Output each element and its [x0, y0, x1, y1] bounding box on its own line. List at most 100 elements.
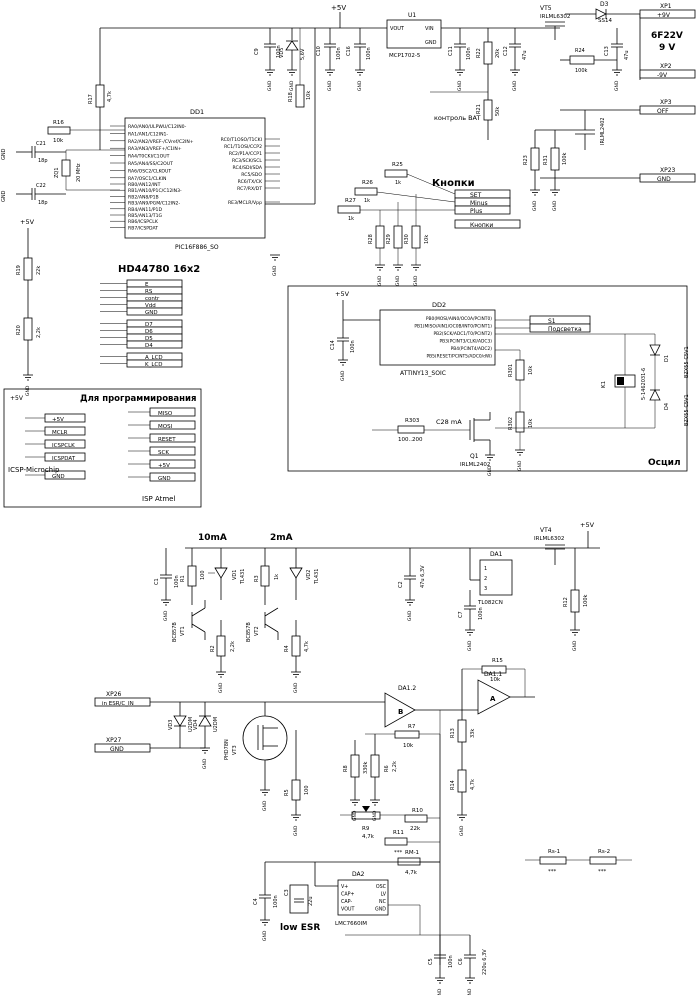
da2-pin-right: LV [381, 892, 387, 898]
svg-text:100k: 100k [583, 594, 589, 607]
svg-text:XP27: XP27 [106, 737, 122, 744]
svg-text:VT4: VT4 [540, 527, 552, 534]
gnd-label: GND [163, 610, 169, 621]
u1-vin-pin: VIN [425, 26, 434, 32]
svg-text:C16: C16 [346, 46, 352, 56]
svg-text:20k: 20k [495, 49, 501, 58]
svg-text:R27: R27 [345, 198, 356, 204]
icsp-pin: ICSPCLK [52, 443, 75, 449]
svg-text:4,7k: 4,7k [405, 870, 418, 876]
svg-text:DA1.2: DA1.2 [398, 685, 416, 692]
svg-text:10k: 10k [53, 138, 64, 144]
cap-c10: C10 100n [316, 28, 342, 70]
da2-lmc7660 [337, 879, 389, 916]
resistor-r31: R31 100k [543, 130, 568, 190]
svg-text:R2: R2 [210, 645, 216, 652]
svg-text:BC857B: BC857B [246, 622, 252, 642]
dd2-pin: PB4(PCINT4/ADC2) [451, 346, 493, 352]
svg-text:IRLML2402: IRLML2402 [600, 117, 606, 145]
isp-pin: RESET [158, 437, 176, 443]
svg-text:GND: GND [1, 190, 7, 202]
transistor-vt3: VT3 PHD78N [224, 702, 288, 790]
svg-text:3: 3 [484, 586, 487, 592]
svg-text:2,2k: 2,2k [36, 327, 42, 338]
svg-text:-9V: -9V [657, 72, 668, 79]
resistor-r22: R22 20k [476, 28, 501, 92]
svg-text:VD5: VD5 [279, 48, 285, 58]
opamp-da1-2: B DA1.2 [384, 685, 440, 728]
gnd-label: GND [289, 80, 295, 91]
svg-text:SET: SET [470, 192, 482, 199]
gnd-label: GND [517, 460, 523, 471]
dd2-attiny13 [379, 309, 496, 366]
gnd-label: GND [352, 810, 358, 821]
svg-text:D4: D4 [664, 403, 670, 410]
svg-text:R301: R301 [508, 364, 514, 377]
svg-text:R21: R21 [476, 104, 482, 114]
svg-text:R12: R12 [563, 597, 569, 607]
svg-text:R28: R28 [368, 234, 374, 244]
da2-pin-left: VOUT [341, 907, 354, 913]
svg-text:XP23: XP23 [660, 167, 676, 174]
diode-d4: D4 BZX55-C5V1 [649, 380, 690, 428]
da2-pin-right: NC [379, 899, 387, 905]
resistor-r20: R20 2,2k [16, 317, 42, 341]
svg-text:VT5: VT5 [540, 5, 552, 12]
svg-text:BC857B: BC857B [172, 622, 178, 642]
lcd-pin: contr [145, 296, 160, 302]
svg-text:PHD78N: PHD78N [224, 739, 230, 760]
u1-gnd-pin: GND [425, 40, 437, 46]
svg-text:100k: 100k [575, 68, 588, 74]
diode-vd3: VD3 U2DM [168, 702, 194, 748]
svg-text:Rs-2: Rs-2 [598, 849, 610, 855]
mcu-pin-right: RC2/P1A/CCP1 [229, 151, 262, 157]
relay-k1: K1 5-1462031-6 [495, 333, 655, 429]
svg-text:4,7k: 4,7k [470, 779, 476, 790]
svg-text:GND: GND [657, 176, 671, 183]
svg-text:R303: R303 [405, 418, 420, 424]
svg-text:C7: C7 [458, 611, 464, 618]
buttons-title: Кнопки [432, 178, 475, 189]
svg-text:S1: S1 [548, 318, 556, 325]
gnd-label: GND [25, 385, 31, 396]
svg-text:2,2k: 2,2k [392, 761, 398, 772]
mcu-dd1 [124, 117, 266, 239]
svg-text:220u 6,3V: 220u 6,3V [482, 949, 488, 975]
da2-ref: DA2 [352, 871, 365, 878]
cap-c21: C21 18p GND [1, 141, 66, 164]
svg-text:R1: R1 [180, 575, 186, 582]
current-10ma-label: 10mA [198, 533, 227, 543]
svg-text:R11: R11 [393, 830, 404, 836]
svg-text:1: 1 [484, 566, 487, 572]
svg-text:5,6V: 5,6V [300, 48, 306, 60]
gnd-label: GND [467, 988, 473, 995]
c28-ma-label: C28 mA [436, 418, 462, 426]
svg-text:R9: R9 [362, 826, 370, 832]
plus5v-display-label: +5V [20, 218, 35, 226]
plus5v-osc-label: +5V [335, 290, 350, 298]
svg-text:R17: R17 [88, 94, 94, 104]
gnd-label: GND [357, 80, 363, 91]
svg-text:C10: C10 [316, 46, 322, 56]
svg-text:10k: 10k [528, 419, 534, 428]
svg-text:R26: R26 [362, 180, 373, 186]
u1-ref: U1 [408, 12, 416, 19]
cap-c13: C13 47u [604, 28, 630, 70]
diode-vd2: VD2 TL431 [289, 548, 320, 600]
svg-text:22k: 22k [36, 266, 42, 275]
svg-text:R4: R4 [284, 645, 290, 652]
da2-pin-right: OSC [376, 884, 387, 890]
svg-text:4,7k: 4,7k [107, 91, 113, 102]
resistor-r18: R18 10k [288, 28, 312, 108]
svg-text:100: 100 [200, 570, 206, 580]
gnd-label: GND [272, 265, 278, 276]
cap-c9: C9 100n [254, 28, 282, 70]
potentiometer-r9: R9 4,7k [340, 806, 405, 840]
svg-text:D1: D1 [664, 355, 670, 362]
icsp-pin: MCLR [52, 430, 68, 436]
svg-text:IRLML2402: IRLML2402 [460, 462, 490, 468]
cap-c12: C12 47u [503, 28, 528, 70]
mcu-pin-left: RA0/AN0/ULPWU/C12IN0- [128, 124, 187, 130]
svg-text:100n: 100n [276, 45, 282, 58]
